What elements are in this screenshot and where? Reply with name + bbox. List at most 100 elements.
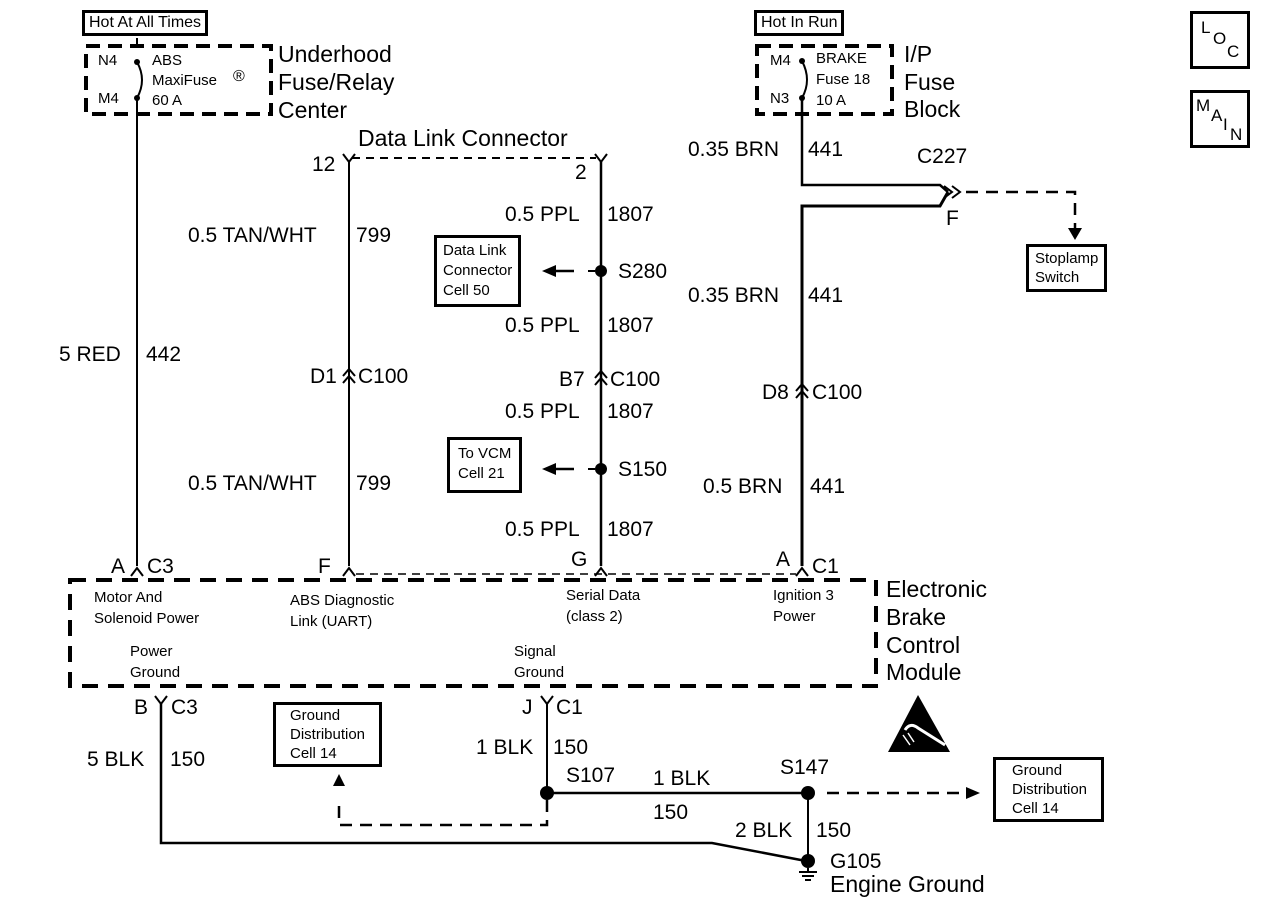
connector-pin: B (134, 696, 149, 719)
dlc-cell-50-reference[interactable]: Data Link Connector Cell 50 (434, 235, 522, 307)
pin-m4-ip: M4 (770, 52, 791, 69)
wire-441-upper (800, 98, 949, 193)
ebcm-pin-desc: (class 2) (566, 608, 623, 625)
ebcm-pin-desc: Ignition 3 (773, 587, 834, 604)
loc-button[interactable]: L O C (1190, 11, 1250, 69)
ref-line: Ground (290, 707, 341, 724)
arrow-up-ground (333, 774, 345, 786)
circuit-number: 150 (816, 819, 852, 842)
wire-label: 0.35 BRN (688, 138, 780, 161)
arrow-left-dlc (542, 265, 556, 277)
ebcm-outline (68, 578, 878, 688)
circuit-number: 1807 (607, 400, 654, 423)
pin-m4: M4 (98, 90, 119, 107)
circuit-number: 442 (146, 343, 182, 366)
esd-warning-icon (888, 695, 950, 752)
arrow-down-stoplamp (1068, 228, 1082, 240)
connector-name: C227 (917, 145, 968, 168)
connector-name: C100 (610, 368, 661, 391)
arrow-left-vcm (542, 463, 556, 475)
ebcm-pin-desc: Power (130, 643, 173, 660)
ref-line: Connector (443, 262, 513, 279)
ebcm-title-line: Brake (886, 604, 947, 630)
circuit-number: 150 (653, 801, 689, 824)
wire-150-5blk (159, 704, 807, 863)
ip-fuse-block-outline (755, 44, 894, 116)
underhood-title-line: Fuse/Relay (278, 69, 395, 95)
wire-441-lower (800, 191, 950, 566)
c100-d1-connector (342, 367, 356, 384)
registered-mark: ® (233, 68, 245, 85)
underhood-fuse-box-outline (84, 44, 273, 116)
connector-name: C100 (812, 381, 863, 404)
connector-pin: J (522, 696, 533, 719)
connector-name: C1 (556, 696, 583, 719)
main-button[interactable]: M A I N (1190, 90, 1250, 148)
ebcm-pin-desc: Ground (130, 664, 181, 681)
ground-distribution-cell-14-reference-left[interactable]: Ground Distribution Cell 14 (273, 702, 383, 767)
fuse-label-line: Fuse 18 (816, 71, 871, 88)
ref-line: Cell 50 (443, 282, 490, 299)
loc-letter: C (1227, 42, 1240, 61)
ip-title-line: Block (904, 96, 961, 122)
ground-dashed-link-left (337, 798, 549, 827)
ground-symbol-icon (799, 868, 817, 881)
fuse-label-line: MaxiFuse (152, 72, 218, 89)
splice-s150 (595, 463, 607, 475)
connector-name: C1 (812, 555, 839, 578)
splice-label: S147 (780, 756, 830, 779)
stoplamp-switch-reference[interactable]: Stoplamp Switch (1026, 244, 1108, 292)
circuit-number: 150 (553, 736, 589, 759)
arrow-right-ground (966, 787, 980, 799)
vcm-cell-21-reference[interactable]: To VCM Cell 21 (447, 437, 523, 493)
connector-pin: F (946, 207, 959, 230)
main-letter: I (1223, 115, 1228, 134)
ebcm-pin-desc: Solenoid Power (94, 610, 200, 627)
circuit-number: 1807 (607, 203, 654, 226)
main-letter: M (1196, 96, 1211, 115)
ebcm-title-line: Electronic (886, 576, 987, 602)
ground-distribution-cell-14-reference-right[interactable]: Ground Distribution Cell 14 (993, 757, 1105, 822)
main-letter: N (1230, 125, 1243, 144)
wire-label: 0.5 TAN/WHT (188, 224, 317, 247)
c100-b7-connector (594, 369, 608, 386)
circuit-number: 799 (356, 224, 392, 247)
wire-label: 0.5 PPL (505, 518, 580, 541)
loc-letter: L (1201, 18, 1211, 37)
connector-name: C3 (147, 555, 174, 578)
ebcm-pin-desc: Ground (514, 664, 565, 681)
connector-pin: D1 (310, 365, 337, 388)
fuse-symbol-abs (136, 61, 143, 99)
ref-line: Cell 14 (1012, 800, 1059, 817)
ground-g105-point (801, 854, 815, 868)
wire-label: 5 RED (59, 343, 121, 366)
dlc-pin-2: 2 (575, 161, 587, 184)
dlc-pin-12: 12 (312, 153, 336, 176)
ref-line: Data Link (443, 242, 507, 259)
fuse-label-line: 10 A (816, 92, 847, 109)
ref-line: Cell 21 (458, 465, 505, 482)
ip-title-line: Fuse (904, 69, 956, 95)
wire-label: 2 BLK (735, 819, 793, 842)
ebcm-title-line: Module (886, 659, 962, 685)
connector-name: C100 (358, 365, 409, 388)
circuit-number: 799 (356, 472, 392, 495)
ref-line: Stoplamp (1035, 250, 1099, 267)
connector-pin: F (318, 555, 331, 578)
ebcm-pin-desc: Power (773, 608, 816, 625)
connector-name: C3 (171, 696, 198, 719)
fuse-label-line: 60 A (152, 92, 183, 109)
connector-pin: D8 (762, 381, 789, 404)
c227-connector (943, 185, 962, 199)
hot-at-all-times-tag: Hot At All Times (82, 10, 209, 36)
circuit-number: 150 (170, 748, 206, 771)
connector-pin: G (571, 548, 588, 571)
wire-label: 0.5 BRN (703, 475, 783, 498)
ebcm-title-line: Control (886, 632, 961, 658)
pin-n4: N4 (98, 52, 118, 69)
ebcm-pin-desc: ABS Diagnostic (290, 592, 395, 609)
ref-line: Distribution (290, 726, 366, 743)
connector-pin: A (111, 555, 126, 578)
dlc-title: Data Link Connector (358, 125, 568, 151)
